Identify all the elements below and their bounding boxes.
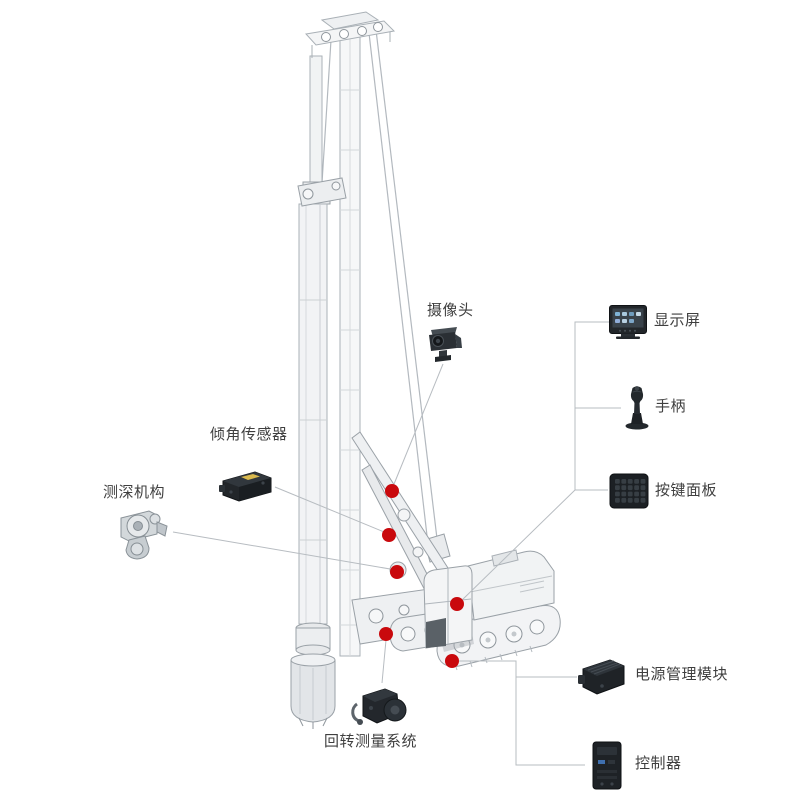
power-module-icon <box>578 656 628 698</box>
joystick-icon <box>622 384 652 430</box>
marker-mast-upper <box>385 484 399 498</box>
callout-line-depth <box>172 531 397 571</box>
depth-mechanism-icon <box>111 506 173 564</box>
controller-icon <box>586 740 628 792</box>
kelly-bar <box>298 55 331 625</box>
marker-mast-lower <box>390 565 404 579</box>
markers <box>379 484 464 668</box>
marker-cab <box>450 597 464 611</box>
label-camera: 摄像头 <box>427 302 474 319</box>
callout-line-camera <box>391 363 444 490</box>
rotation-system-icon <box>347 682 413 730</box>
marker-track <box>445 654 459 668</box>
tilt-sensor-icon <box>219 465 275 505</box>
label-rotation-system: 回转测量系统 <box>324 733 418 750</box>
callout-line-right-group <box>458 321 621 604</box>
callout-line-tilt-sensor <box>274 486 390 535</box>
hoist-cables <box>321 29 439 554</box>
cab <box>423 565 473 649</box>
label-controller: 控制器 <box>635 755 682 772</box>
mast-head-pulleys <box>305 11 396 58</box>
label-handle: 手柄 <box>655 398 687 415</box>
callout-line-rotation <box>381 639 387 684</box>
drill-bucket <box>290 622 336 729</box>
label-depth-mechanism: 测深机构 <box>103 484 166 501</box>
keypad-icon <box>609 471 649 511</box>
label-power-module: 电源管理模块 <box>635 666 729 683</box>
mast-mid-bracket <box>297 177 347 207</box>
marker-base <box>379 627 393 641</box>
display-icon <box>608 304 648 340</box>
callout-line-bottom-group <box>459 660 585 766</box>
marker-mast-middle <box>382 528 396 542</box>
camera-icon <box>421 324 465 364</box>
label-tilt-sensor: 倾角传感器 <box>210 426 288 443</box>
callout-lines <box>172 321 621 766</box>
label-keypad: 按键面板 <box>655 482 718 499</box>
label-display: 显示屏 <box>654 312 701 329</box>
